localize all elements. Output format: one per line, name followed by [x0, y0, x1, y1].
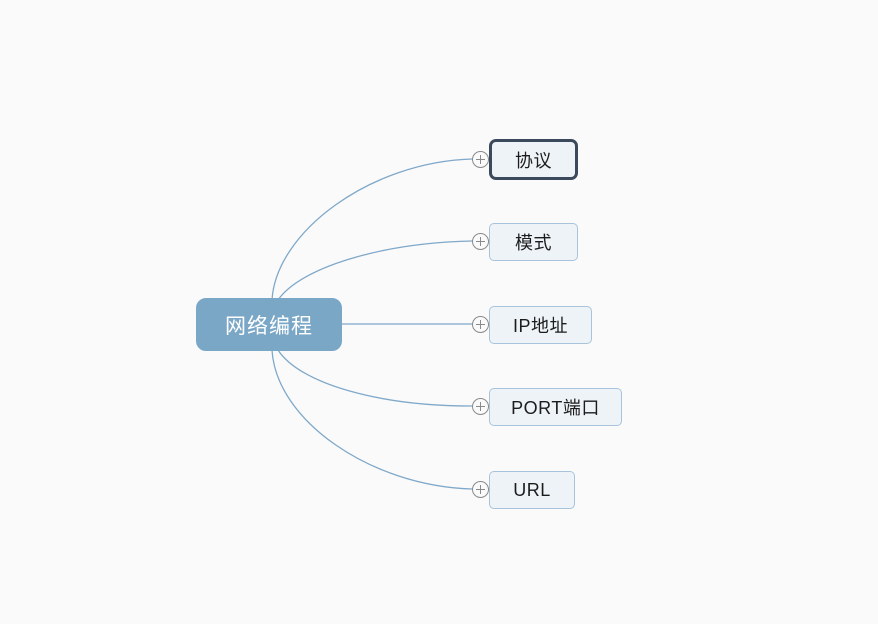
mindmap-edge	[271, 349, 473, 490]
mindmap-child-label: 协议	[515, 150, 552, 171]
mindmap-child-node[interactable]: URL	[489, 471, 575, 509]
mindmap-child-node[interactable]: 模式	[489, 223, 578, 261]
mindmap-child-node[interactable]: IP地址	[489, 306, 592, 344]
plus-circle-icon[interactable]	[472, 151, 489, 168]
mindmap-edge	[271, 158, 473, 301]
mindmap-root-node[interactable]: 网络编程	[196, 298, 342, 351]
plus-circle-icon[interactable]	[472, 398, 489, 415]
mindmap-edge	[277, 240, 473, 301]
plus-circle-icon[interactable]	[472, 233, 489, 250]
plus-circle-icon[interactable]	[472, 481, 489, 498]
mindmap-child-label: 模式	[515, 233, 552, 253]
mindmap-edge	[277, 349, 473, 407]
mindmap-root-label: 网络编程	[225, 314, 313, 338]
mindmap-child-label: PORT端口	[511, 398, 600, 418]
mindmap-child-node[interactable]: 协议	[489, 139, 578, 180]
mindmap-child-node[interactable]: PORT端口	[489, 388, 622, 426]
mindmap-child-label: URL	[513, 479, 551, 500]
mindmap-child-label: IP地址	[512, 316, 568, 336]
plus-circle-icon[interactable]	[472, 316, 489, 333]
